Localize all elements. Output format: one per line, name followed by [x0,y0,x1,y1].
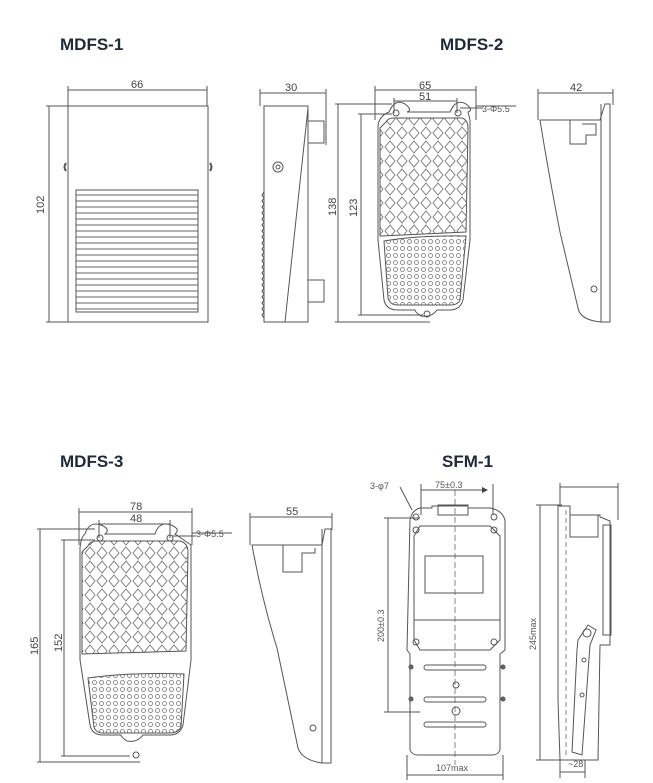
mdfs-2-width-label: 65 [419,80,431,92]
mdfs-1-height-label: 102 [35,196,47,214]
mdfs-3-hole-spacing-label: 48 [130,513,142,525]
mdfs-1-depth-label: 30 [285,82,297,94]
model-title-mdfs-1: MDFS-1 [60,35,124,54]
model-title-mdfs-2: MDFS-2 [440,35,504,54]
sfm-1-width-label: 107max [436,763,469,773]
sfm-1-hole-spacing-label: 75±0.3 [435,480,462,490]
sfm-1-hole-height-label: 200±0.3 [376,610,386,642]
model-title-sfm-1: SFM-1 [442,452,493,471]
mdfs-3-holes-label: 3-Φ5.5 [196,529,224,539]
mdfs-3-height-label: 165 [29,637,41,655]
mdfs-2-front-view [335,86,516,323]
mdfs-2-holes-label: 3-Φ5.5 [482,104,510,114]
sfm-1-front-view [384,484,506,780]
mdfs-2-hole-height-label: 123 [348,199,360,217]
mdfs-1-front-view [46,86,213,323]
sfm-1-holes-label: 3-φ7 [370,481,389,491]
mdfs-2-height-label: 138 [327,198,339,216]
sfm-1-height-label: 245max [528,617,538,650]
mdfs-2-depth-label: 42 [570,82,582,94]
mdfs-2-side-view [537,89,614,323]
mdfs-1-side-view [259,89,327,323]
mdfs-3-depth-label: 55 [286,506,298,518]
mdfs-3-front-view [37,508,232,763]
mdfs-1-width-label: 66 [131,79,143,91]
mdfs-2-hole-spacing-label: 51 [419,91,431,103]
model-title-mdfs-3: MDFS-3 [60,452,124,471]
sfm-1-depth-label: ~28 [568,759,583,769]
mdfs-3-side-view [249,513,333,764]
mdfs-3-width-label: 78 [130,501,142,513]
mdfs-3-hole-height-label: 152 [53,634,65,652]
sfm-1-side-view [536,483,619,778]
